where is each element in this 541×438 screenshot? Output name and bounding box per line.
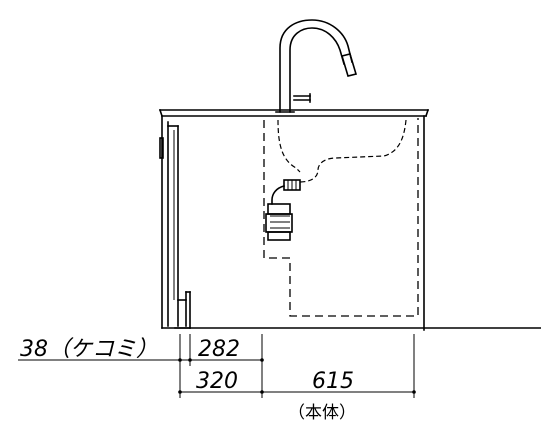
front-door-panel	[159, 121, 191, 329]
kickplate-dimension-label: 38（ケコミ）	[20, 337, 158, 362]
cabinet-body	[161, 115, 425, 331]
body-dimension-note: （本体）	[288, 403, 356, 423]
interior-hidden-lines	[263, 118, 419, 317]
body-dimension-value: 615	[312, 369, 354, 394]
dimension-lines	[18, 358, 416, 394]
gap-dimension-value: 282	[198, 337, 240, 362]
front-dimension-value: 320	[196, 369, 238, 394]
drain-trap	[265, 179, 301, 241]
faucet	[275, 19, 358, 113]
countertop	[158, 108, 430, 118]
